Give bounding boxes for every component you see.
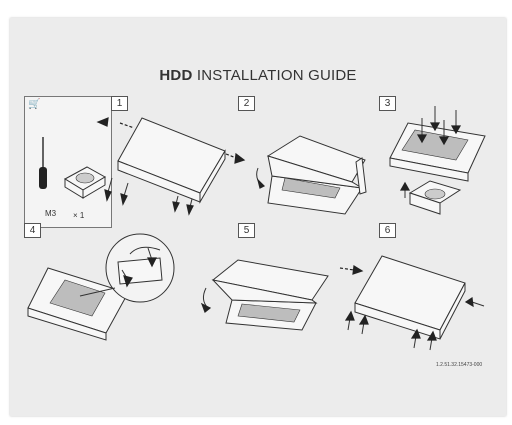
- installation-illustrations: [27, 106, 486, 351]
- step-5-number: 5: [238, 223, 255, 238]
- step-5-illustration: [200, 259, 329, 331]
- title-rest: INSTALLATION GUIDE: [192, 67, 357, 84]
- screwdriver-and-hdd-illustration: [39, 137, 107, 199]
- count-label: × 1: [73, 211, 85, 220]
- step-4-illustration: [27, 233, 175, 341]
- step-6-illustration: [339, 255, 485, 351]
- part-code: 1.2.51.32.15473-000: [436, 362, 483, 368]
- step-2-illustration: [256, 135, 367, 215]
- cart-icon: 🛒: [28, 99, 41, 110]
- page-title: HDD INSTALLATION GUIDE: [10, 67, 506, 84]
- step-2-number: 2: [238, 96, 255, 111]
- tools-panel: 🛒 M3 × 1: [24, 96, 112, 228]
- guide-sheet: HDD INSTALLATION GUIDE 🛒 M3 × 1 1 2 3 4 …: [10, 18, 506, 416]
- step-3-illustration: [389, 106, 486, 215]
- step-1-number: 1: [111, 96, 128, 111]
- step-3-number: 3: [379, 96, 396, 111]
- step-6-number: 6: [379, 223, 396, 238]
- step-1-illustration: [96, 117, 246, 216]
- step-4-number: 4: [24, 223, 41, 238]
- screw-label: M3: [45, 209, 57, 218]
- title-prefix: HDD: [159, 67, 193, 84]
